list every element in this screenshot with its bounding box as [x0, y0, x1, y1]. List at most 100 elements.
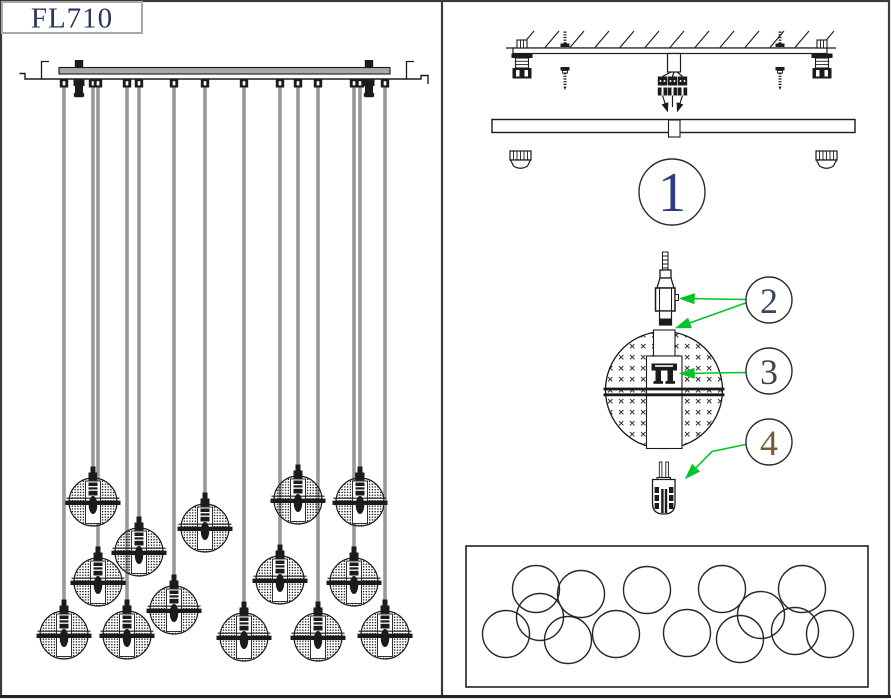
pendant-globe [112, 517, 167, 577]
ceiling-screw [560, 31, 570, 47]
pendant-globe [147, 575, 202, 635]
dome-screw-caps [509, 150, 838, 169]
dome-screw-cap [509, 150, 532, 169]
hatch-line [694, 30, 710, 48]
plate-bolt-assemblies [511, 39, 833, 79]
hatch-line [769, 30, 785, 48]
top-view-globe-circle [543, 615, 593, 665]
top-view-globe-circle [622, 565, 672, 615]
cord-grip-slot [383, 81, 387, 86]
cord-grip-slot [172, 81, 176, 86]
pendant-cords [62, 86, 387, 604]
mounting-rail-bar [58, 66, 391, 75]
top-view-globe-circle [770, 606, 820, 656]
cord-grip-part [654, 251, 679, 326]
model-label-frame [1, 1, 143, 34]
ceiling-screw [775, 31, 785, 47]
cord-grip-slot [137, 81, 141, 86]
parts-detail [603, 251, 747, 515]
hatch-line [669, 30, 685, 48]
chandelier-front-view [19, 60, 429, 662]
cord-grip-slot [242, 81, 246, 86]
mounting-screws [560, 31, 785, 90]
callout-4: 4 [745, 418, 793, 466]
loose-screw [775, 67, 785, 90]
cord-grip-slot [125, 81, 129, 86]
threaded-nipple [667, 119, 681, 138]
top-view-globe-circle [805, 609, 855, 659]
callout-1: 1 [638, 158, 706, 226]
hatch-line [619, 30, 635, 48]
cord-grip-slot [358, 81, 362, 86]
pendant-globe [327, 547, 382, 607]
globes-top-view [465, 545, 869, 688]
callout-circle [745, 276, 793, 324]
cord-grip-slot [316, 81, 320, 86]
pendant-globe [358, 600, 413, 660]
hatch-line [719, 30, 735, 48]
pendant-globe [66, 467, 121, 527]
pendant-globe [291, 602, 346, 662]
model-label-box: FL710 [1, 1, 143, 35]
plate-bolt [511, 39, 533, 79]
cord-grips-row [59, 79, 390, 88]
cord-grip-slot [203, 81, 207, 86]
wire-nut [677, 76, 688, 96]
wire-nut [667, 76, 678, 96]
pendant-globe [37, 600, 92, 660]
callout-circle [745, 347, 793, 395]
pendant-globe [100, 600, 155, 660]
callout-number: 2 [760, 281, 778, 321]
cord-grip-slot [278, 81, 282, 86]
callout-circle [745, 418, 793, 466]
callout-number: 1 [658, 162, 686, 224]
callout-circle [638, 158, 706, 226]
ceiling-mounting-plate [512, 47, 828, 55]
top-view-globe-circle [481, 609, 531, 659]
top-view-globe-circle [736, 590, 786, 640]
loose-screw [560, 67, 570, 90]
wire-connection [657, 52, 688, 113]
wire-nut [657, 76, 668, 96]
globe-detail [603, 329, 725, 450]
dome-screw-cap [815, 150, 838, 169]
ceiling-hatch [519, 30, 835, 48]
pendant-globe [217, 602, 272, 662]
rail-bolt [73, 60, 85, 98]
pendant-globe [253, 545, 308, 605]
top-view-globe-circle [697, 564, 747, 614]
plate-bolt [811, 39, 833, 79]
pendant-globe [333, 467, 388, 527]
pendant-globes [37, 465, 413, 662]
model-number-text: FL710 [31, 3, 113, 35]
rail-bolts [73, 60, 375, 98]
callout-2: 2 [745, 276, 793, 324]
ceiling-rail [19, 60, 429, 84]
lamp-socket-part [651, 363, 677, 384]
g4-bulb-part [651, 461, 676, 515]
top-view-globe-circle [591, 609, 641, 659]
top-view-box [465, 545, 869, 688]
hatch-line [744, 30, 760, 48]
callout-number: 4 [760, 423, 778, 463]
top-view-globe-circle [777, 564, 827, 614]
cord-grip-slot [91, 81, 95, 86]
pendant-globe [178, 493, 233, 553]
callout-arrows [674, 293, 747, 480]
installation-detail [491, 30, 856, 169]
hatch-line [544, 30, 560, 48]
cord-grip-slot [96, 81, 100, 86]
wire-nuts [657, 76, 688, 96]
hatch-line [569, 30, 585, 48]
cord-grip-slot [352, 81, 356, 86]
numbered-callouts: 1 2 3 4 [638, 158, 793, 466]
hatch-line [794, 30, 810, 48]
cord-grip-slot [296, 81, 300, 86]
hatch-line [594, 30, 610, 48]
callout-3: 3 [745, 347, 793, 395]
rail-bolt [363, 60, 375, 98]
top-view-globe-circle [662, 608, 712, 658]
callout-number: 3 [760, 352, 778, 392]
